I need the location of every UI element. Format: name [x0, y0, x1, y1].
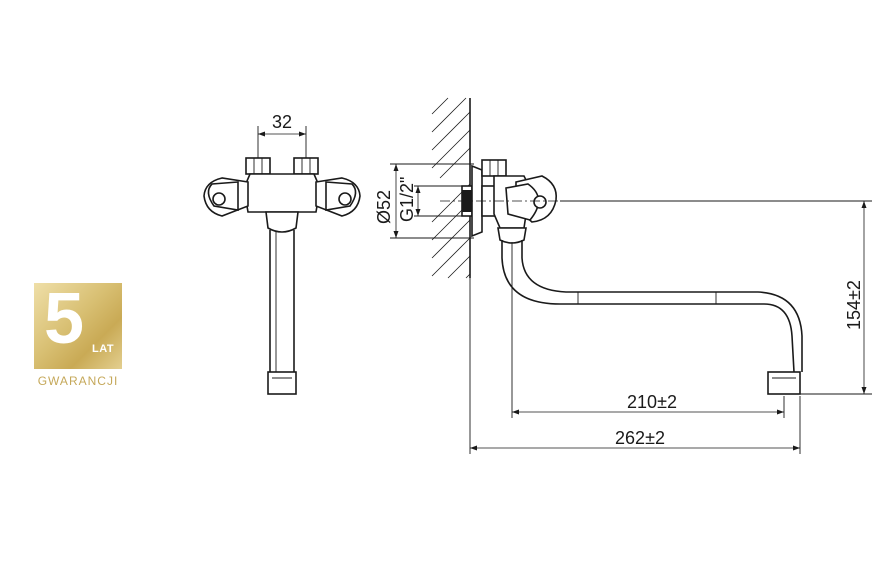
warranty-badge: 5 LAT GWARANCJI — [34, 279, 122, 388]
spout-reach-label: 210±2 — [627, 392, 677, 412]
wall-hatching — [431, 97, 471, 279]
warranty-tile: 5 LAT — [34, 279, 122, 369]
warranty-caption: GWARANCJI — [37, 374, 119, 388]
side-view: Ø52 G1/2" — [374, 97, 872, 454]
spout-height-label: 154±2 — [844, 280, 864, 330]
warranty-years: 5 — [44, 279, 85, 359]
front-view: 32 — [203, 112, 361, 395]
front-spacing-label: 32 — [272, 112, 292, 132]
total-reach-label: 262±2 — [615, 428, 665, 448]
thread-label: G1/2" — [397, 177, 417, 222]
warranty-unit: LAT — [92, 343, 115, 355]
diameter-label: Ø52 — [374, 190, 394, 224]
